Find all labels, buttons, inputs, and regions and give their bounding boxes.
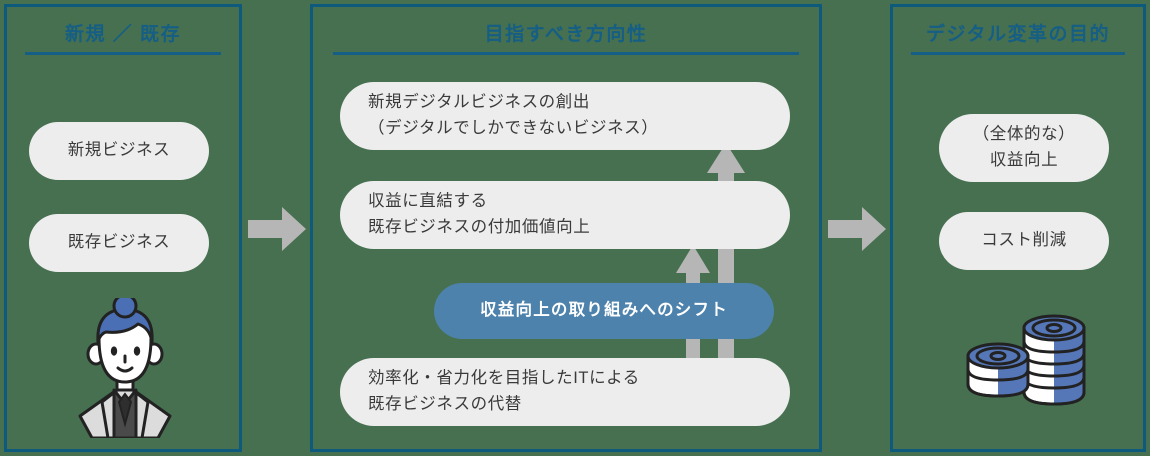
- panel-left-divider: [25, 52, 221, 55]
- person-scientist-icon: [78, 298, 172, 438]
- pill-it-replacement-efficiency: 効率化・省力化を目指したITによる 既存ビジネスの代替: [340, 358, 790, 426]
- pill-shift-to-revenue-growth: 収益向上の取り組みへのシフト: [434, 283, 774, 339]
- arrow-right-icon-middle-to-right: [828, 207, 886, 251]
- panel-new-existing: 新規 ／ 既存: [4, 4, 242, 452]
- panel-left-title: 新規 ／ 既存: [64, 24, 182, 45]
- pill-overall-revenue-growth: （全体的な） 収益向上: [939, 114, 1109, 182]
- arrow-right-icon-left-to-middle: [248, 207, 306, 251]
- panel-middle-title: 目指すべき方向性: [484, 24, 648, 45]
- pill-existing-business: 既存ビジネス: [29, 214, 209, 272]
- pill-new-business: 新規ビジネス: [29, 122, 209, 180]
- panel-direction: 目指すべき方向性: [310, 4, 822, 452]
- pill-existing-business-value-up: 収益に直結する 既存ビジネスの付加価値向上: [340, 181, 790, 249]
- panel-dx-purpose: デジタル変革の目的: [890, 4, 1146, 452]
- panel-middle-divider: [333, 52, 799, 55]
- arrow-up-icon-tall: [707, 143, 745, 363]
- pill-cost-reduction: コスト削減: [939, 212, 1109, 270]
- pill-new-digital-business: 新規デジタルビジネスの創出 （デジタルでしかできないビジネス）: [340, 82, 790, 150]
- panel-right-title: デジタル変革の目的: [925, 24, 1111, 45]
- coin-stacks-icon: [966, 314, 1086, 406]
- panel-right-divider: [911, 52, 1125, 55]
